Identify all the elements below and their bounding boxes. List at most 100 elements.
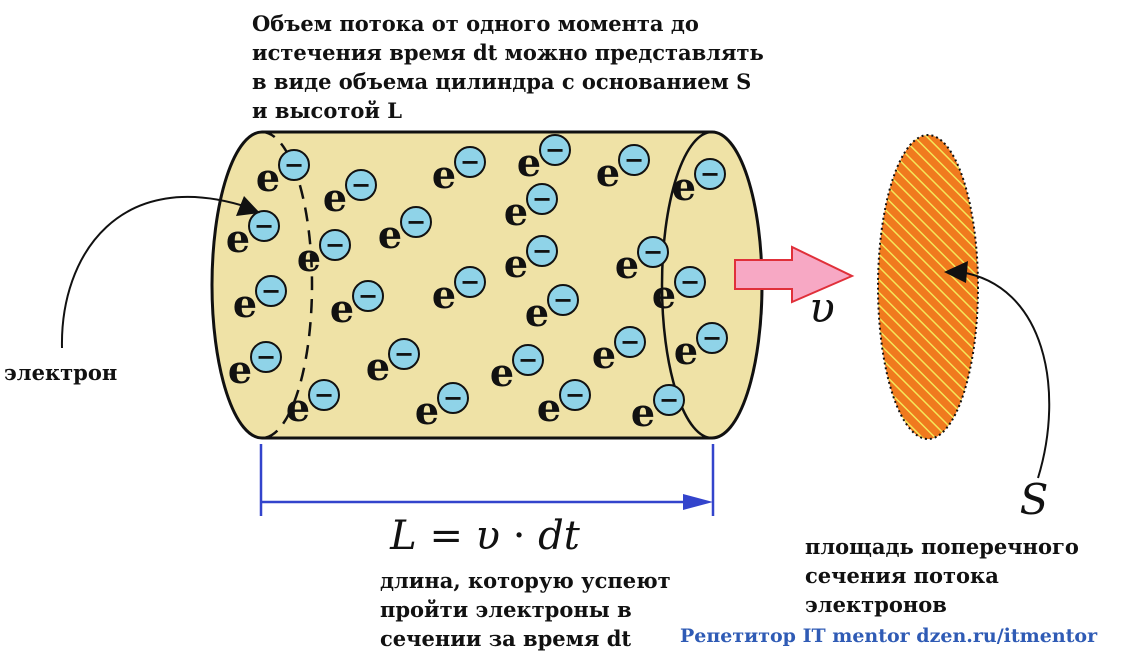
electron-minus-sign: − [700,160,720,188]
electron: e− [330,280,384,331]
caption-top: Объем потока от одного момента до истече… [252,9,772,125]
electron-minus-sign: − [443,384,463,412]
electron-letter: e [525,290,549,335]
electron-minus-sign: − [532,185,552,213]
electron-letter: e [517,140,541,185]
electron-charge-circle [694,158,726,190]
electron-charge-circle [696,322,728,354]
electron-minus-sign: − [314,381,334,409]
electron: e− [672,158,726,209]
area-pointer-curve [959,271,1051,479]
electron-charge-circle [547,284,579,316]
electron-minus-sign: − [553,286,573,314]
electron-charge-circle [248,210,280,242]
electron-minus-sign: − [518,346,538,374]
electron: e− [631,384,685,435]
electron: e− [286,379,340,430]
electron-minus-sign: − [460,148,480,176]
electron-charge-circle [352,280,384,312]
electron-minus-sign: − [659,386,679,414]
electron: e− [432,146,486,197]
electron-charge-circle [278,149,310,181]
electron-minus-sign: − [620,328,640,356]
electron-charge-circle [308,379,340,411]
electron-charge-circle [400,206,432,238]
electron-charge-circle [637,236,669,268]
electron-charge-circle [319,229,351,261]
electron-letter: e [432,152,456,197]
electron-minus-sign: − [545,136,565,164]
electron-letter: e [490,350,514,395]
electron-letter: e [592,332,616,377]
credit-link[interactable]: Репетитор IT mentor dzen.ru/itmentor [680,625,1098,647]
electron: e− [504,235,558,286]
electron-letter: e [228,347,252,392]
electrons-group: e−e−e−e−e−e−e−e−e−e−e−e−e−e−e−e−e−e−e−e−… [226,134,728,435]
electron-letter: e [330,286,354,331]
electron-letter: e [297,235,321,280]
velocity-symbol: υ [809,283,835,332]
electron-charge-circle [250,341,282,373]
electron-charge-circle [345,169,377,201]
electron: e− [517,134,571,185]
electron: e− [228,341,282,392]
electron-minus-sign: − [256,343,276,371]
electron-letter: e [256,155,280,200]
caption-top-line: в виде объема цилиндра с основанием S [252,69,752,94]
electron-minus-sign: − [325,231,345,259]
electron: e− [226,210,280,261]
electron-pointer [60,196,260,349]
electron-charge-circle [454,146,486,178]
length-dimension [259,444,715,516]
electron-letter: e [323,175,347,220]
electron: e− [378,206,432,257]
electron: e− [297,229,351,280]
caption-area: площадь поперечного сечения потока элект… [805,532,1135,619]
electron-charge-circle [559,379,591,411]
electron: e− [615,236,669,287]
electron-letter: e [652,272,676,317]
cylinder-front-face [660,130,713,440]
formula-velocity: υ [476,513,500,559]
electron: e− [537,379,591,430]
electron-minus-sign: − [702,324,722,352]
electron: e− [432,266,486,317]
electron-minus-sign: − [680,268,700,296]
caption-length-line: сечении за время dt [380,626,632,651]
electron-letter: e [378,212,402,257]
electron: e− [256,149,310,200]
area-symbol: S [1020,475,1049,524]
formula: L = υ · dt [389,513,581,559]
electron-charge-circle [674,266,706,298]
caption-area-line: сечения потока электронов [805,563,999,617]
electron: e− [366,338,420,389]
electron-charge-circle [618,144,650,176]
electron-letter: e [286,385,310,430]
electron-charge-circle [614,326,646,358]
caption-top-line: и высотой L [252,98,402,123]
cross-section-disc [877,134,979,440]
electron-letter: e [415,388,439,433]
electron-minus-sign: − [358,282,378,310]
caption-length-line: пройти электроны в [380,597,632,622]
electron-pointer-head [236,196,260,216]
electron: e− [323,169,377,220]
electron-letter: e [432,272,456,317]
area-pointer [944,261,1051,479]
electron-minus-sign: − [284,151,304,179]
electron: e− [525,284,579,335]
formula-dot: · [513,513,526,559]
caption-area-line: площадь поперечного [805,534,1079,559]
electron-charge-circle [526,183,558,215]
electron: e− [596,144,650,195]
electron-minus-sign: − [643,238,663,266]
electron-charge-circle [539,134,571,166]
cylinder-back-face-dashed [261,130,314,440]
electron-letter: e [226,216,250,261]
velocity-arrow [734,245,855,304]
dimension-arrowhead [683,494,713,510]
label-electron: электрон [4,360,118,385]
electron-minus-sign: − [532,237,552,265]
electron: e− [233,275,287,326]
caption-top-line: Объем потока от одного момента до [252,11,699,36]
